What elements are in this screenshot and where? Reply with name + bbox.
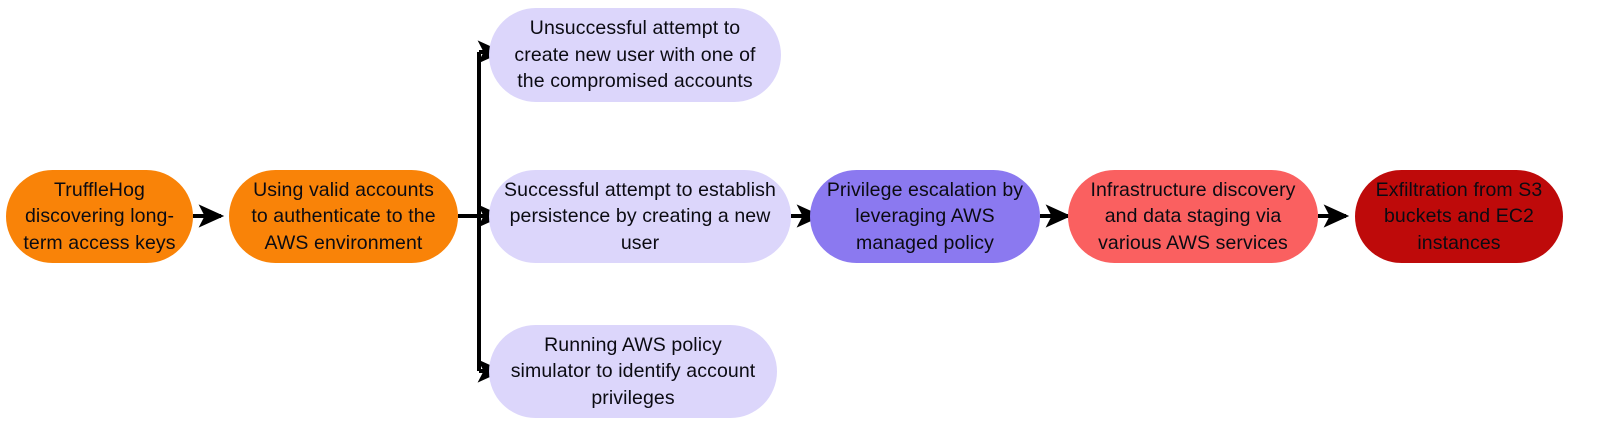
node-unsuccessful-create-user[interactable]: Unsuccessful attempt to create new user …	[489, 8, 781, 102]
node-infrastructure-discovery[interactable]: Infrastructure discovery and data stagin…	[1068, 170, 1318, 263]
node-trufflehog-label: TruffleHog discovering long-term access …	[23, 178, 176, 254]
node-exfiltration[interactable]: Exfiltration from S3 buckets and EC2 ins…	[1355, 170, 1563, 263]
node-exfiltration-label: Exfiltration from S3 buckets and EC2 ins…	[1375, 178, 1543, 254]
node-successful-persistence[interactable]: Successful attempt to establish persiste…	[489, 170, 791, 263]
node-successful-persistence-label: Successful attempt to establish persiste…	[504, 178, 776, 254]
node-policy-simulator-label: Running AWS policy simulator to identify…	[510, 333, 756, 409]
node-valid-accounts-label: Using valid accounts to authenticate to …	[251, 178, 436, 254]
node-privilege-escalation-label: Privilege escalation by leveraging AWS m…	[826, 178, 1024, 254]
node-privilege-escalation[interactable]: Privilege escalation by leveraging AWS m…	[810, 170, 1040, 263]
node-policy-simulator[interactable]: Running AWS policy simulator to identify…	[489, 325, 777, 418]
node-unsuccessful-create-user-label: Unsuccessful attempt to create new user …	[514, 17, 756, 93]
node-valid-accounts[interactable]: Using valid accounts to authenticate to …	[229, 170, 458, 263]
node-infrastructure-discovery-label: Infrastructure discovery and data stagin…	[1090, 178, 1296, 254]
node-trufflehog[interactable]: TruffleHog discovering long-term access …	[6, 170, 193, 263]
